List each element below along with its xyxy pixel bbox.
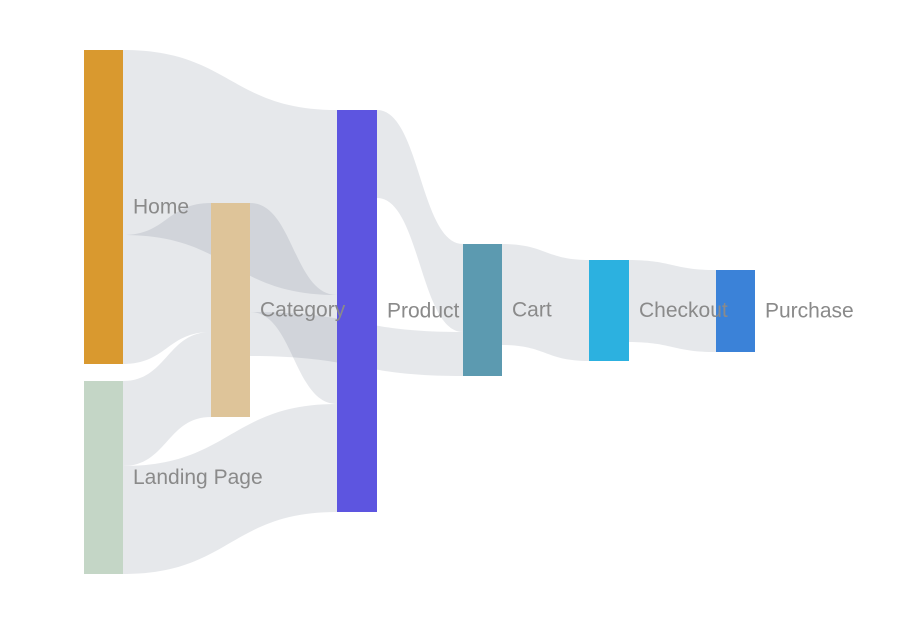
link-landing-category: [123, 332, 211, 466]
link-home-product: [123, 50, 337, 295]
node-checkout[interactable]: [589, 260, 629, 361]
node-purchase[interactable]: [716, 270, 755, 352]
link-home-category: [123, 203, 211, 364]
link-category-product: [250, 203, 337, 404]
link-product-cart: [377, 110, 463, 332]
node-cart[interactable]: [463, 244, 502, 376]
sankey-nodes-layer: [84, 50, 755, 574]
node-landing[interactable]: [84, 381, 123, 574]
node-category[interactable]: [211, 203, 250, 417]
sankey-links-layer: [123, 50, 716, 574]
link-checkout-purchase: [629, 260, 716, 352]
node-label-purchase: Purchase: [765, 300, 854, 323]
node-product[interactable]: [337, 110, 377, 512]
node-home[interactable]: [84, 50, 123, 364]
link-landing-product: [123, 404, 337, 574]
link-cart-checkout: [502, 244, 589, 361]
